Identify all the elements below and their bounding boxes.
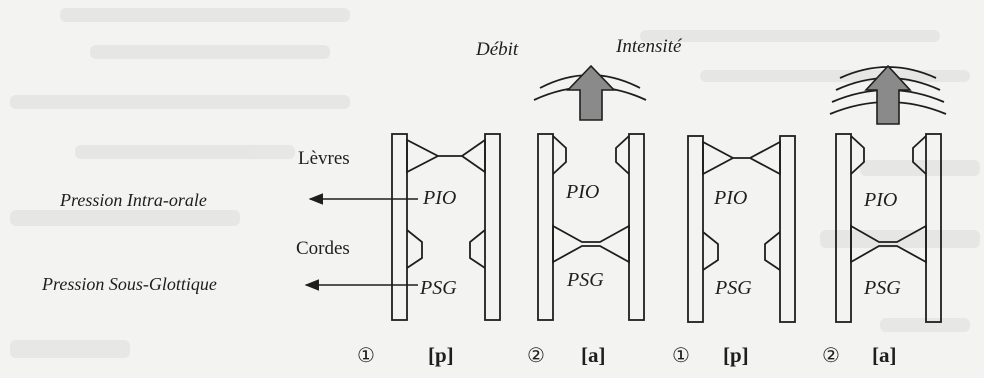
levres-label: Lèvres [298, 148, 350, 169]
tube-right-wall [484, 133, 501, 321]
panel-1 [391, 133, 501, 321]
panel-3-psg: PSG [714, 277, 752, 299]
vocal-fold-left-open [406, 229, 423, 269]
phase-3-number: ① [672, 345, 690, 367]
panel-3 [687, 135, 796, 323]
phase-2-phoneme: [a] [581, 343, 606, 367]
panel-4-psg: PSG [863, 277, 901, 299]
lip-left-open [552, 135, 567, 175]
tube-left-wall [835, 133, 852, 323]
lip-left-open [850, 135, 865, 175]
panel-1-psg: PSG [419, 277, 457, 299]
pio-full-label: Pression Intra-orale [59, 190, 207, 210]
tube-left-wall [687, 135, 704, 323]
phase-4-phoneme: [a] [872, 343, 897, 367]
tube-right-wall [779, 135, 796, 323]
phase-1-phoneme: [p] [428, 343, 454, 367]
panel-4-pio: PIO [863, 189, 897, 211]
tube-right-wall [628, 133, 645, 321]
cordes-label: Cordes [296, 238, 350, 259]
vocal-folds-vibrating [552, 224, 630, 264]
psg-full-label: Pression Sous-Glottique [41, 274, 217, 294]
intensite-label: Intensité [615, 36, 683, 57]
lip-right-open [615, 135, 630, 175]
airflow-arrow [566, 64, 616, 121]
panel-1-pio: PIO [422, 187, 456, 209]
tube-right-wall [925, 133, 942, 323]
phase-3-phoneme: [p] [723, 343, 749, 367]
vocal-fold-right-open [469, 229, 486, 269]
panel-3-pio: PIO [713, 187, 747, 209]
vocal-fold-left-open [702, 231, 719, 271]
tube-left-wall [537, 133, 554, 321]
airflow-arrow [864, 64, 912, 125]
lips-closed [702, 140, 781, 176]
vocal-folds-vibrating [850, 224, 927, 264]
lip-right-open [912, 135, 927, 175]
lips-closed [406, 138, 486, 174]
phase-4-number: ② [822, 345, 840, 367]
panel-2-psg: PSG [566, 269, 604, 291]
tube-left-wall [391, 133, 408, 321]
phase-1-number: ① [357, 345, 375, 367]
debit-label: Débit [475, 39, 519, 60]
vocal-fold-right-open [764, 231, 781, 271]
panel-2-pio: PIO [565, 181, 599, 203]
phase-2-number: ② [527, 345, 545, 367]
